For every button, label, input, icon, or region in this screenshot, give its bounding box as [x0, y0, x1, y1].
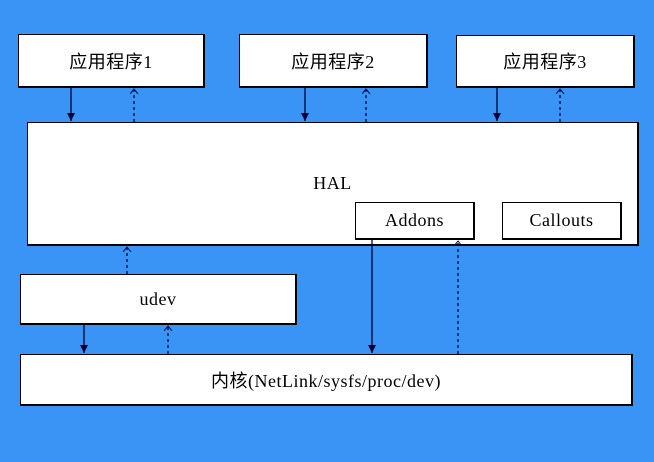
- node-application-3: 应用程序3: [456, 35, 635, 88]
- node-application-2-label: 应用程序2: [291, 51, 375, 72]
- node-hal: HAL: [27, 122, 639, 246]
- node-kernel: 内核(NetLink/sysfs/proc/dev): [20, 354, 633, 406]
- node-application-2: 应用程序2: [239, 34, 428, 88]
- node-callouts: Callouts: [502, 202, 622, 240]
- node-udev: udev: [20, 274, 297, 325]
- node-callouts-label: Callouts: [529, 210, 594, 230]
- node-hal-label: HAL: [313, 173, 352, 193]
- node-udev-label: udev: [139, 288, 177, 309]
- node-application-3-label: 应用程序3: [503, 52, 587, 72]
- node-addons-label: Addons: [384, 210, 444, 230]
- node-addons: Addons: [355, 202, 475, 240]
- node-kernel-label: 内核(NetLink/sysfs/proc/dev): [211, 370, 441, 391]
- node-application-1: 应用程序1: [18, 34, 205, 88]
- node-application-1-label: 应用程序1: [69, 51, 153, 72]
